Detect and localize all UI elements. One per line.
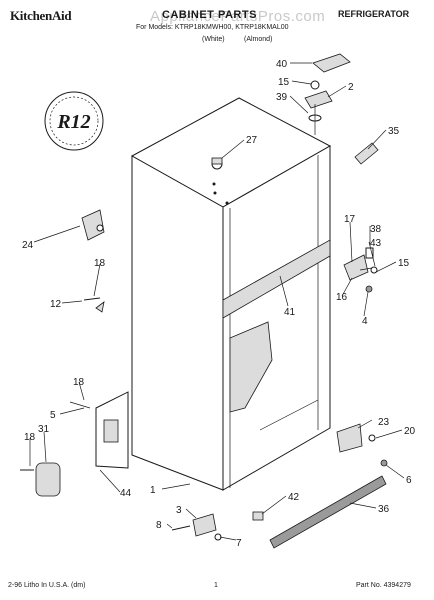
callout-1: 1 (150, 485, 156, 496)
callout-8: 8 (156, 520, 162, 531)
callout-3: 3 (176, 505, 182, 516)
callout-7: 7 (236, 538, 242, 549)
latch-24 (81, 209, 105, 241)
seal-text: R12 (56, 111, 90, 133)
callout-24: 24 (22, 240, 34, 251)
callout-42: 42 (288, 492, 300, 503)
callout-41: 41 (284, 307, 296, 318)
cover-31 (35, 462, 61, 497)
callout-16: 16 (336, 292, 348, 303)
watermark-text: AppliancePartsPros.com (150, 8, 326, 25)
callout-18-upper: 18 (94, 258, 106, 269)
handle-35 (354, 142, 379, 165)
callout-36: 36 (378, 504, 390, 515)
callout-43: 43 (370, 238, 382, 249)
color-white-label: (White) (202, 36, 225, 43)
footer-page-number: 1 (214, 582, 218, 589)
leveler-parts (171, 513, 222, 541)
clip-42 (252, 511, 264, 521)
r12-seal: R12 (44, 91, 104, 151)
callout-18-lower: 18 (24, 432, 36, 443)
callout-20: 20 (404, 426, 416, 437)
models-line: For Models: KTRP18KMWH00, KTRP18KMAL00 (136, 24, 289, 31)
cabinet-body (130, 97, 332, 491)
category-label: REFRIGERATOR (338, 9, 410, 19)
mid-hinge-parts (343, 247, 378, 293)
callout-39: 39 (276, 92, 288, 103)
screw-12 (83, 297, 105, 313)
callout-27: 27 (246, 135, 258, 146)
callout-35: 35 (388, 126, 400, 137)
callout-6: 6 (406, 475, 412, 486)
callout-18-mid: 18 (73, 377, 85, 388)
leader-lines (29, 62, 405, 541)
callout-2: 2 (348, 82, 354, 93)
callout-15-mid: 15 (398, 258, 410, 269)
callout-40: 40 (276, 59, 288, 70)
lower-hinge-parts (336, 423, 388, 467)
callout-12: 12 (50, 299, 62, 310)
callout-15-top: 15 (278, 77, 290, 88)
callout-labels: 40 15 2 39 27 35 24 17 38 43 15 18 12 41… (22, 59, 416, 549)
callout-38: 38 (370, 224, 382, 235)
callout-5: 5 (50, 410, 56, 421)
page-title: CABINET PARTS (162, 9, 257, 21)
top-hinge-parts (304, 53, 351, 135)
bracket-44 (69, 391, 129, 469)
footer-part-number: Part No. 4394279 (356, 582, 411, 589)
callout-31: 31 (38, 424, 50, 435)
callout-17: 17 (344, 214, 356, 225)
callout-4: 4 (362, 316, 368, 327)
callout-23: 23 (378, 417, 390, 428)
footer-litho: 2-96 Litho In U.S.A. (dm) (8, 582, 86, 589)
brand-logo: KitchenAid (10, 8, 72, 23)
toe-grille-36 (269, 475, 387, 549)
callout-44: 44 (120, 488, 132, 499)
color-almond-label: (Almond) (244, 36, 273, 43)
